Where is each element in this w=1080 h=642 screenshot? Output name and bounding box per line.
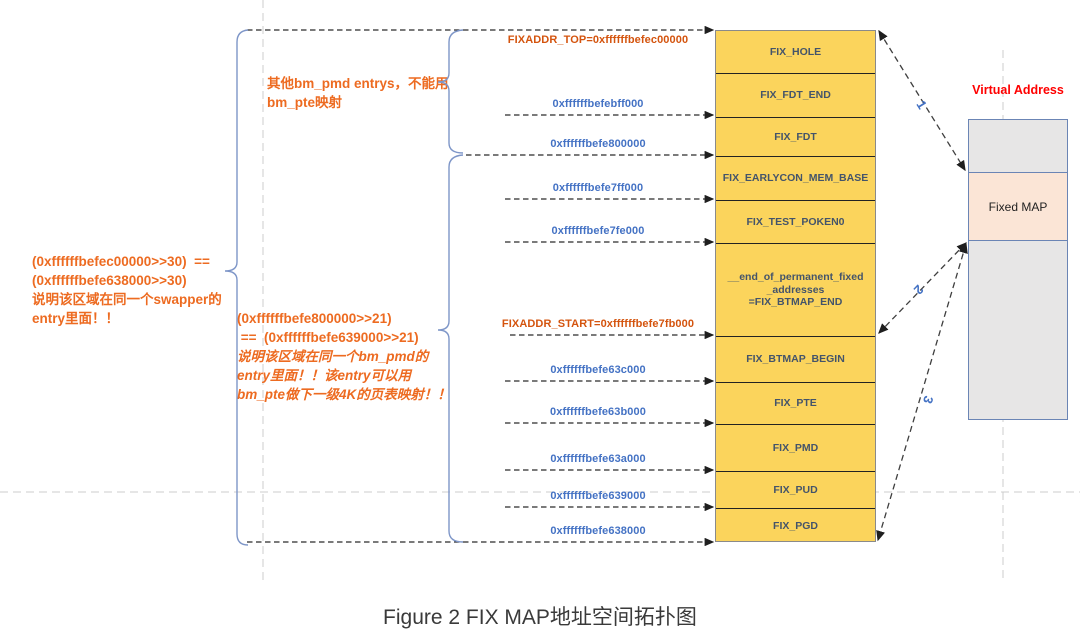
segment-label: FIX_PGD (773, 519, 818, 532)
note-line: entry里面！！ (32, 311, 120, 326)
memory-segment: FIX_HOLE (716, 31, 875, 73)
note-line: bm_pte映射 (267, 95, 343, 110)
note-line: (0xffffffbefe638000>>30) (32, 273, 187, 288)
virtual-address-column: Fixed MAP (968, 119, 1068, 420)
note-line: 说明该区域在同一个swapper的 (32, 292, 222, 307)
address-label: 0xffffffbefebff000 (552, 98, 644, 110)
memory-segment: FIX_PUD (716, 471, 875, 508)
segment-label: FIX_FDT_END (760, 89, 831, 102)
memory-segment: __end_of_permanent_fixed _addresses =FIX… (716, 243, 875, 336)
address-label: 0xffffffbefe63a000 (550, 453, 646, 465)
address-label: 0xffffffbefe638000 (550, 525, 646, 537)
arrow-number-3: 3 (920, 394, 936, 405)
memory-segment: FIX_BTMAP_BEGIN (716, 336, 875, 382)
note-line: entry里面！！该entry可以用 (237, 368, 412, 383)
memory-segment: FIX_FDT_END (716, 73, 875, 117)
other-bm-pmd-entries-note: 其他bm_pmd entrys，不能用 bm_pte映射 (267, 74, 467, 112)
segment-label: FIX_BTMAP_BEGIN (746, 353, 845, 366)
address-label-fixaddr-start: FIXADDR_START=0xffffffbefe7fb000 (501, 318, 695, 330)
address-label: 0xffffffbefe7ff000 (552, 182, 644, 194)
segment-label: FIX_PMD (772, 441, 819, 454)
memory-segment: FIX_PGD (716, 508, 875, 543)
fixed-map-region: Fixed MAP (969, 172, 1067, 241)
swapper-entry-note: (0xffffffbefec00000>>30) == (0xffffffbef… (32, 252, 244, 328)
arrow-number-1: 1 (913, 98, 930, 112)
memory-segment: FIX_FDT (716, 117, 875, 156)
address-label: 0xffffffbefe639000 (550, 490, 646, 502)
bm-pmd-pte-note: (0xffffffbefe800000>>21) == (0xffffffbef… (237, 309, 465, 404)
note-line: 其他bm_pmd entrys，不能用 (267, 76, 449, 91)
note-line: 说明该区域在同一个bm_pmd的 (237, 349, 429, 364)
note-line: == (0xffffffbefe639000>>21) (237, 330, 419, 345)
arrow-number-2: 2 (911, 282, 927, 298)
segment-label: FIX_HOLE (769, 45, 822, 58)
fixmap-column: FIX_HOLE FIX_FDT_END FIX_FDT FIX_EARLYCO… (715, 30, 876, 542)
address-label: 0xffffffbefe63b000 (550, 406, 646, 418)
segment-label: FIX_TEST_POKEN0 (746, 215, 845, 228)
segment-label: FIX_FDT (774, 130, 817, 143)
address-label: 0xffffffbefe7fe000 (551, 225, 645, 237)
memory-segment: FIX_PTE (716, 382, 875, 424)
segment-label: __end_of_permanent_fixed _addresses =FIX… (727, 271, 864, 309)
figure-caption: Figure 2 FIX MAP地址空间拓扑图 (383, 606, 697, 629)
memory-segment: FIX_EARLYCON_MEM_BASE (716, 156, 875, 200)
memory-segment: FIX_PMD (716, 424, 875, 471)
mapping-arrow-1 (878, 29, 966, 172)
address-label: 0xffffffbefe800000 (550, 138, 646, 150)
address-label-fixaddr-top: FIXADDR_TOP=0xffffffbefec00000 (507, 34, 689, 46)
note-line: (0xffffffbefec00000>>30) == (32, 254, 210, 269)
note-line: bm_pte做下一级4K的页表映射！！ (237, 387, 451, 402)
memory-segment: FIX_TEST_POKEN0 (716, 200, 875, 243)
mapping-arrow-3 (876, 242, 968, 542)
address-label: 0xffffffbefe63c000 (550, 364, 646, 376)
segment-label: FIX_PUD (773, 483, 818, 496)
mapping-arrow-2 (878, 242, 967, 334)
virtual-address-title: Virtual Address (972, 83, 1064, 97)
segment-label: FIX_EARLYCON_MEM_BASE (722, 172, 869, 185)
note-line: (0xffffffbefe800000>>21) (237, 311, 392, 326)
segment-label: FIX_PTE (774, 397, 817, 410)
